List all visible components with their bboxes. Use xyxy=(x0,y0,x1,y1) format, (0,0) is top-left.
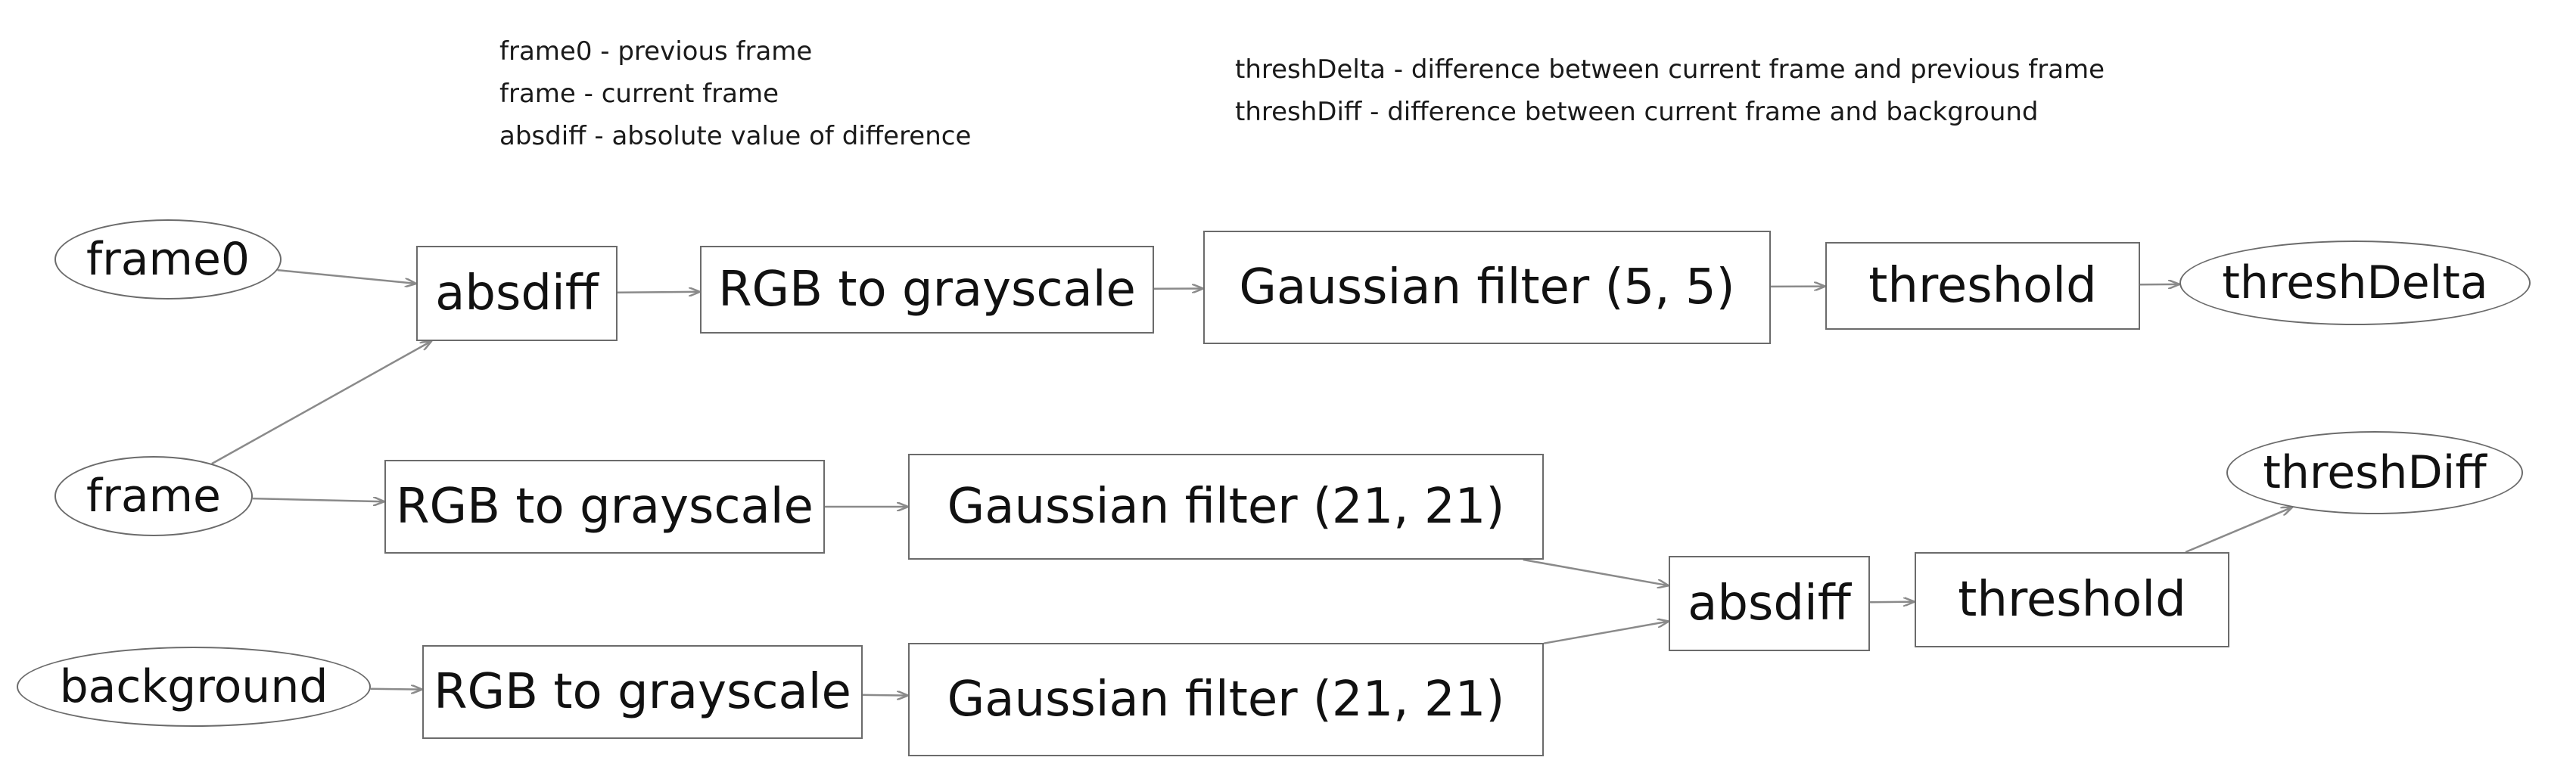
input-frame0: frame0 xyxy=(54,219,282,299)
absdiff-box-bottom: absdiff xyxy=(1669,556,1870,651)
arrow-frame-to-gray_mid xyxy=(252,498,384,501)
legend-item-thresh-delta: threshDelta - difference between current… xyxy=(1235,54,2105,85)
output-thresh-diff: threshDiff xyxy=(2226,431,2523,514)
legend-item-frame0: frame0 - previous frame xyxy=(499,36,813,67)
rgb-to-grayscale-box-mid: RGB to grayscale xyxy=(384,460,825,554)
rgb-to-grayscale-box-bottom: RGB to grayscale xyxy=(422,645,863,739)
legend-item-absdiff: absdiff - absolute value of difference xyxy=(499,121,972,151)
arrow-background-to-gray_bottom xyxy=(370,689,422,690)
arrow-absdiff_bottom-to-threshold_bottom xyxy=(1869,602,1915,603)
legend-left: frame0 - previous frame frame - current … xyxy=(499,30,971,157)
rgb-to-grayscale-box-top: RGB to grayscale xyxy=(700,246,1154,334)
arrow-absdiff_top-to-gray_top xyxy=(617,292,700,293)
gaussian-filter-box-top: Gaussian filter (5, 5) xyxy=(1203,231,1771,344)
arrow-frame-to-absdiff_top xyxy=(211,341,431,465)
output-thresh-delta: threshDelta xyxy=(2179,241,2531,325)
absdiff-box-top: absdiff xyxy=(416,246,618,341)
arrow-frame0-to-absdiff_top xyxy=(277,268,416,284)
input-background: background xyxy=(17,647,371,727)
input-frame: frame xyxy=(54,456,253,536)
arrow-gauss_mid-to-absdiff_bottom xyxy=(1523,558,1669,585)
arrow-gray_bottom-to-gauss_bottom xyxy=(862,695,908,696)
legend-item-thresh-diff: threshDiff - difference between current … xyxy=(1235,97,2039,127)
arrow-gauss_bottom-to-absdiff_bottom xyxy=(1543,622,1669,644)
legend-right: threshDelta - difference between current… xyxy=(1235,48,2105,133)
gaussian-filter-box-bottom: Gaussian filter (21, 21) xyxy=(908,643,1544,756)
threshold-box-bottom: threshold xyxy=(1915,552,2229,647)
gaussian-filter-box-mid: Gaussian filter (21, 21) xyxy=(908,454,1544,560)
legend-item-frame: frame - current frame xyxy=(499,79,779,109)
arrow-threshold_bottom-to-thresh_diff xyxy=(2185,507,2292,554)
threshold-box-top: threshold xyxy=(1825,242,2140,330)
